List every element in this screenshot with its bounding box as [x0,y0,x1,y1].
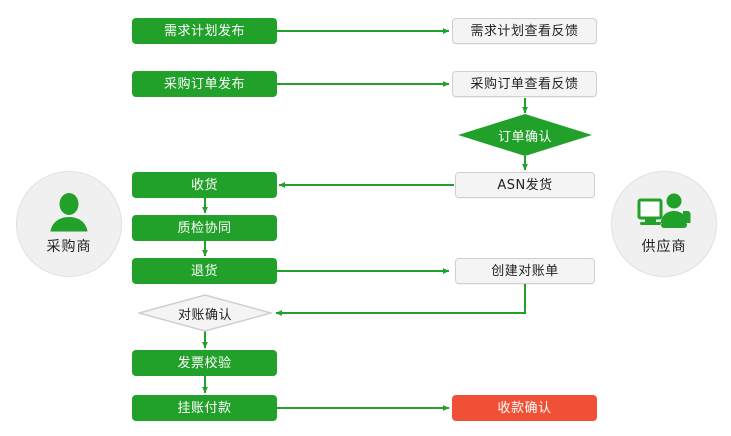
node-receive-goods-label: 收货 [190,177,218,193]
node-asn-ship[interactable]: ASN发货 [455,172,595,198]
node-po-publish-label: 采购订单发布 [163,76,245,92]
node-quality-collab-label: 质检协同 [177,220,232,236]
node-statement-confirm[interactable]: 对账确认 [138,294,272,332]
node-demand-plan-feedback[interactable]: 需求计划查看反馈 [452,18,597,44]
node-po-publish[interactable]: 采购订单发布 [132,71,277,97]
node-return-goods-label: 退货 [190,263,218,279]
actor-buyer-label: 采购商 [46,239,92,255]
actor-supplier-label: 供应商 [641,239,687,255]
node-po-feedback[interactable]: 采购订单查看反馈 [452,71,597,97]
person-computer-icon [637,193,691,228]
node-receipt-confirm-label: 收款确认 [497,400,552,416]
node-order-confirm-label: 订单确认 [497,129,552,145]
diamond-shape-green [458,114,592,156]
node-asn-ship-label: ASN发货 [497,177,553,193]
diamond-shape-white [138,294,272,332]
node-payable-payment-label: 挂账付款 [177,400,232,416]
node-demand-plan-feedback-label: 需求计划查看反馈 [470,23,579,39]
person-icon [50,193,88,232]
node-receipt-confirm[interactable]: 收款确认 [452,395,597,421]
node-demand-plan-publish-label: 需求计划发布 [163,23,245,39]
node-statement-confirm-label: 对账确认 [177,307,232,323]
actor-supplier: 供应商 [611,171,717,277]
edge-create-statement-to-statement-confirm [275,284,526,316]
node-invoice-check-label: 发票校验 [177,355,232,371]
node-quality-collab[interactable]: 质检协同 [132,215,277,241]
node-order-confirm[interactable]: 订单确认 [458,114,592,156]
node-receive-goods[interactable]: 收货 [132,172,277,198]
node-create-statement[interactable]: 创建对账单 [455,258,595,284]
node-demand-plan-publish[interactable]: 需求计划发布 [132,18,277,44]
node-invoice-check[interactable]: 发票校验 [132,350,277,376]
node-po-feedback-label: 采购订单查看反馈 [470,76,579,92]
node-create-statement-label: 创建对账单 [491,263,559,279]
node-return-goods[interactable]: 退货 [132,258,277,284]
node-payable-payment[interactable]: 挂账付款 [132,395,277,421]
actor-buyer: 采购商 [16,171,122,277]
